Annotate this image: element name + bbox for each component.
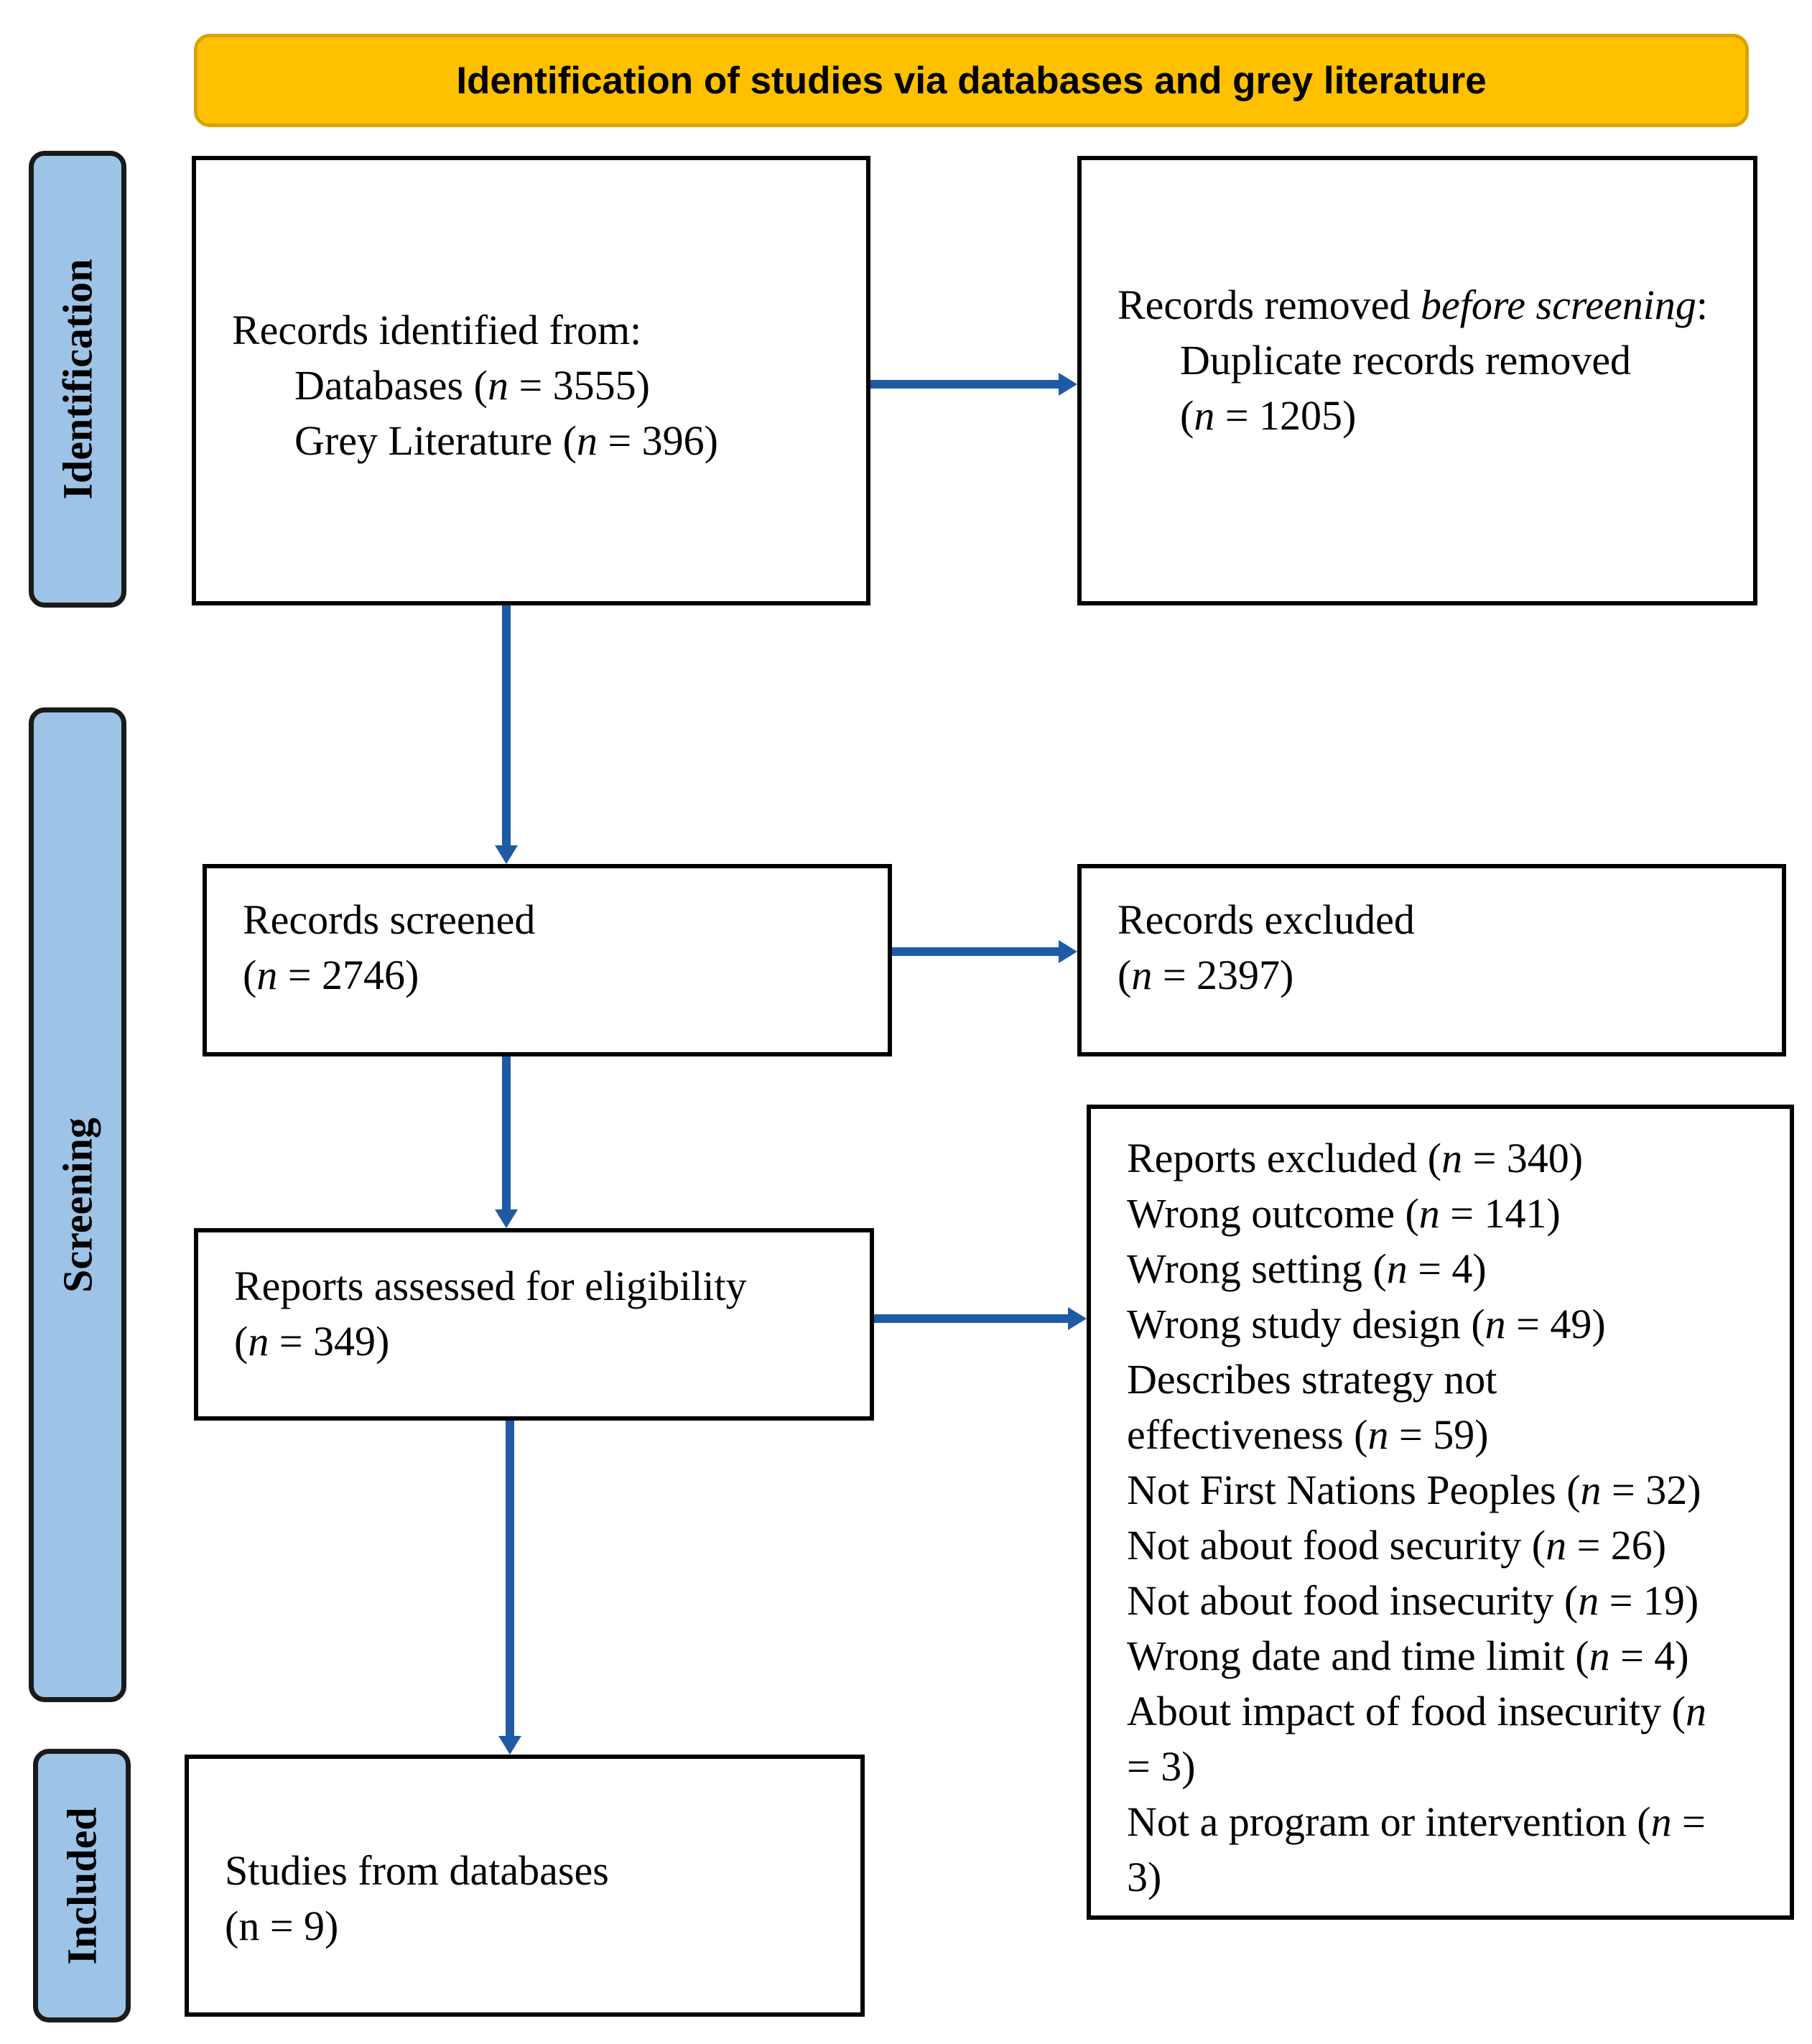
duplicate-records-count: (n = 1205)	[1180, 392, 1357, 439]
arrow-assessed-to-included	[498, 1421, 521, 1755]
reports-assessed-title: Reports assessed for eligibility	[234, 1263, 747, 1309]
exclusion-reason-line: Describes strategy not	[1127, 1356, 1497, 1403]
arrow-assessed-to-reports-excluded	[874, 1307, 1087, 1330]
phase-header-title: Identification of studies via databases …	[456, 59, 1487, 102]
exclusion-reason-line: 3)	[1127, 1854, 1162, 1900]
duplicate-records-label: Duplicate records removed	[1180, 337, 1632, 384]
studies-included-box: Studies from databases (n = 9)	[185, 1755, 865, 2017]
stage-identification: Identification	[29, 151, 126, 608]
exclusion-reason-line: Wrong setting (n = 4)	[1127, 1245, 1487, 1292]
records-removed-title: Records removed before screening:	[1118, 282, 1708, 328]
reports-excluded-list: Reports excluded (n = 340) Wrong outcome …	[1127, 1130, 1790, 1905]
exclusion-reason-line: Not First Nations Peoples (n = 32)	[1127, 1467, 1701, 1513]
exclusion-reason-line: Not about food security (n = 26)	[1127, 1522, 1667, 1569]
arrow-identified-to-removed	[870, 373, 1077, 396]
records-screened-title: Records screened	[243, 896, 536, 943]
records-identified-box: Records identified from: Databases (n = …	[192, 156, 870, 605]
stage-included: Included	[33, 1749, 131, 2022]
grey-literature-count: Grey Literature (n = 396)	[294, 417, 718, 464]
exclusion-reason-line: Wrong outcome (n = 141)	[1127, 1190, 1561, 1237]
records-excluded-count: (n = 2397)	[1118, 952, 1294, 998]
records-excluded-title: Records excluded	[1118, 896, 1415, 943]
arrow-screened-to-assessed	[495, 1056, 518, 1228]
phase-header: Identification of studies via databases …	[194, 34, 1749, 127]
studies-included-count: (n = 9)	[225, 1903, 339, 1949]
exclusion-reason-line: Wrong date and time limit (n = 4)	[1127, 1632, 1689, 1679]
exclusion-reason-line: effectiveness (n = 59)	[1127, 1411, 1489, 1458]
arrow-identified-to-screened	[495, 605, 518, 864]
records-identified-title: Records identified from:	[232, 307, 642, 353]
exclusion-reason-line: = 3)	[1127, 1743, 1196, 1790]
exclusion-reason-line: About impact of food insecurity (n	[1127, 1688, 1706, 1734]
studies-included-title: Studies from databases	[225, 1847, 609, 1894]
records-removed-box: Records removed before screening: Duplic…	[1077, 156, 1757, 605]
stage-screening: Screening	[29, 707, 126, 1702]
records-screened-box: Records screened (n = 2746)	[203, 864, 892, 1056]
databases-count: Databases (n = 3555)	[294, 362, 650, 409]
exclusion-reason-line: Not about food insecurity (n = 19)	[1127, 1577, 1699, 1624]
reports-assessed-box: Reports assessed for eligibility (n = 34…	[194, 1228, 874, 1421]
records-excluded-box: Records excluded (n = 2397)	[1077, 864, 1786, 1056]
reports-assessed-count: (n = 349)	[234, 1318, 390, 1365]
arrow-screened-to-excluded	[892, 940, 1077, 963]
records-screened-count: (n = 2746)	[243, 952, 419, 998]
exclusion-reason-line: Wrong study design (n = 49)	[1127, 1301, 1606, 1347]
exclusion-reason-line: Reports excluded (n = 340)	[1127, 1135, 1584, 1181]
reports-excluded-box: Reports excluded (n = 340) Wrong outcome …	[1087, 1105, 1794, 1920]
exclusion-reason-line: Not a program or intervention (n =	[1127, 1798, 1706, 1845]
